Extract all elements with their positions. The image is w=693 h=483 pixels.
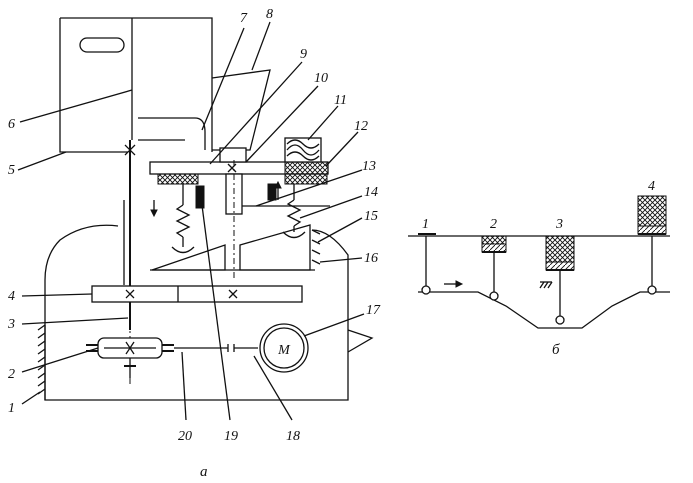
worm-gear — [86, 337, 174, 378]
label-6: 6 — [8, 117, 15, 132]
part-labels-a: 1 2 3 4 5 6 7 8 9 10 11 12 13 14 15 16 1… — [7, 7, 381, 444]
feed-arrow — [444, 280, 464, 288]
caption-b: б — [552, 342, 560, 358]
station-2 — [481, 235, 507, 301]
cam-ramps — [150, 224, 321, 271]
label-3: 3 — [7, 317, 15, 332]
label-1: 1 — [8, 401, 15, 416]
label-b1: 1 — [422, 217, 429, 232]
station-1 — [418, 233, 436, 295]
label-9: 9 — [300, 47, 307, 62]
figure-a: M — [7, 7, 381, 480]
label-17: 17 — [366, 303, 381, 318]
direction-arrows — [150, 180, 282, 218]
drive-shaft — [174, 344, 258, 352]
motor: M — [259, 323, 309, 373]
spring-right — [282, 184, 306, 239]
station-3 — [539, 235, 575, 325]
label-7: 7 — [240, 11, 248, 26]
label-b4: 4 — [648, 179, 655, 194]
label-12: 12 — [354, 119, 368, 134]
label-15: 15 — [364, 209, 378, 224]
label-11: 11 — [334, 93, 347, 108]
leader-lines — [17, 21, 365, 421]
label-2: 2 — [8, 367, 15, 382]
label-10: 10 — [314, 71, 328, 86]
cam-profile — [418, 291, 670, 329]
label-14: 14 — [364, 185, 378, 200]
label-5: 5 — [8, 163, 15, 178]
label-b2: 2 — [490, 217, 497, 232]
label-18: 18 — [286, 429, 300, 444]
gear-bar — [91, 285, 303, 303]
spring-left — [171, 184, 195, 254]
label-b3: 3 — [555, 217, 563, 232]
label-13: 13 — [362, 159, 376, 174]
main-shaft — [123, 140, 136, 385]
label-20: 20 — [178, 429, 192, 444]
foundation-hatch — [37, 324, 46, 400]
motor-label: M — [277, 343, 291, 358]
machine-body — [44, 224, 374, 401]
station-4 — [637, 195, 667, 295]
label-16: 16 — [364, 251, 378, 266]
caption-a: a — [200, 464, 208, 480]
label-4: 4 — [8, 289, 15, 304]
label-8: 8 — [266, 7, 273, 22]
label-19: 19 — [224, 429, 238, 444]
figure-b: 1 2 3 4 б — [408, 179, 670, 358]
part-labels-b: 1 2 3 4 — [422, 179, 655, 232]
rotary-table — [149, 137, 330, 280]
